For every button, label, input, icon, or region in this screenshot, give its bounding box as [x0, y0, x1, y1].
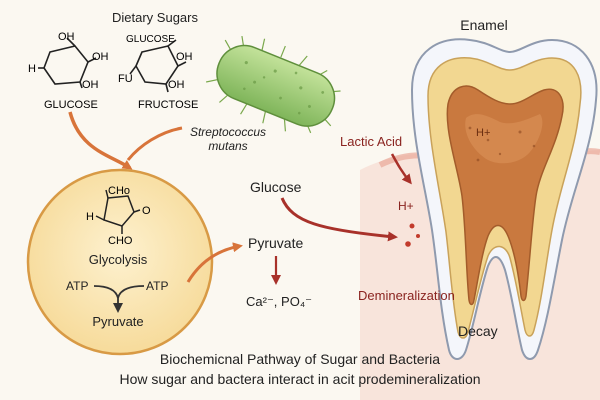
glucose-structure [38, 37, 97, 89]
pathway-glucose: Glucose [250, 179, 302, 195]
glucose-oh-top: OH [58, 31, 75, 43]
glycolysis-cho-top: CHo [108, 185, 130, 197]
glucose-oh-right: OH [92, 51, 109, 63]
decay-label: Decay [458, 323, 498, 339]
bacterium-label-line1: Streptococcus [190, 125, 266, 139]
fructose-top-label: GLUCOSE [126, 34, 175, 45]
glycolysis-h-left: H [86, 211, 94, 223]
bacterium-label-line2: mutans [208, 139, 247, 153]
glycolysis-o-right: O [142, 205, 151, 217]
lactic-acid-label: Lactic Acid [340, 134, 402, 149]
fructose-oh-right: OH [176, 51, 193, 63]
fructose-structure [129, 39, 187, 93]
dietary-sugars-heading: Dietary Sugars [112, 10, 198, 25]
atp-right-label: ATP [146, 279, 168, 293]
glucose-label: GLUCOSE [44, 99, 98, 111]
fructose-oh-bottom: OH [168, 79, 185, 91]
acid-droplets [405, 223, 420, 247]
pathway-ions: Ca²⁻, PO₄⁻ [246, 294, 312, 309]
pathway-pyruvate: Pyruvate [248, 235, 303, 251]
caption-title: Biochemicnal Pathway of Sugar and Bacter… [160, 351, 440, 367]
glycolysis-molecule [95, 189, 141, 234]
arrow-sugars-to-glycolysis [68, 111, 133, 170]
bacterium-icon [205, 35, 341, 134]
glucose-h-left: H [28, 63, 36, 75]
enamel-label: Enamel [460, 17, 507, 33]
glycolysis-product: Pyruvate [92, 314, 143, 329]
tooth-illustration [410, 38, 598, 360]
atp-left-label: ATP [66, 279, 88, 293]
caption-subtitle: How sugar and bactera interact in acit p… [119, 371, 480, 387]
arrow-bacteria-to-glycolysis [126, 126, 183, 161]
fructose-label: FRUCTOSE [138, 99, 198, 111]
pulp-h-plus: H+ [476, 127, 490, 139]
glycolysis-cho-bottom: CHO [108, 235, 133, 247]
arrow-lactic-acid-to-tooth [390, 153, 412, 185]
demineralization-label: Demineralization [358, 288, 455, 303]
glycolysis-title: Glycolysis [89, 252, 148, 267]
arrow-glycolysis-to-pyruvate [186, 242, 243, 283]
atp-reaction-arrow [93, 285, 145, 310]
arrow-glucose-to-tooth [280, 197, 398, 242]
acid-h-plus: H+ [398, 199, 414, 213]
fructose-fu-left: FU [118, 73, 133, 85]
glucose-oh-bottom: OH [82, 79, 99, 91]
glycolysis-circle [26, 168, 214, 356]
